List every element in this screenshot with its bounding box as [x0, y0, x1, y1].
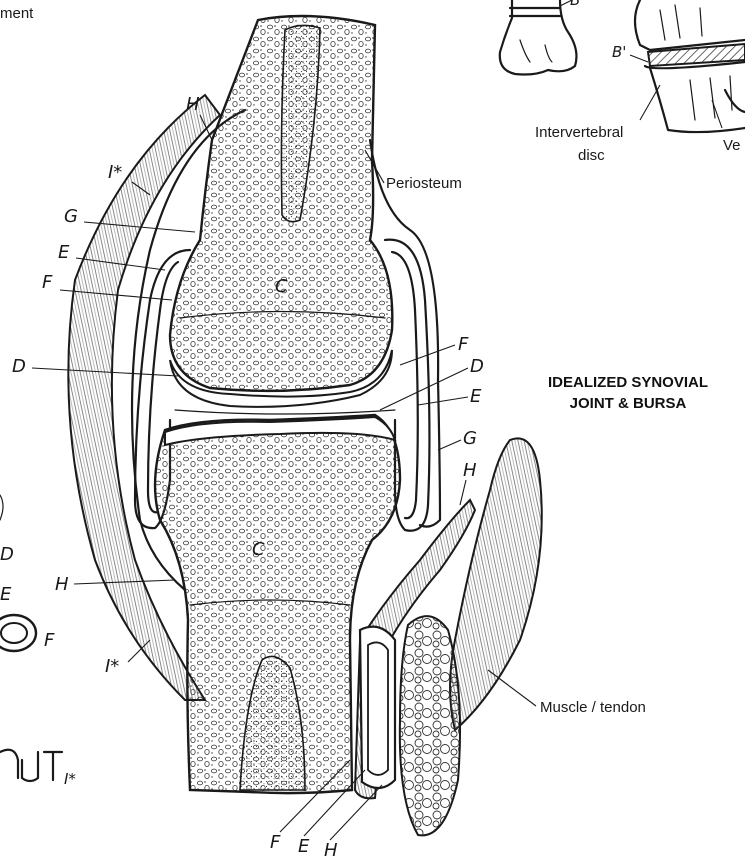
c-label-lower: C [252, 539, 265, 560]
periosteum-label: Periosteum [386, 175, 462, 192]
left-e-label: E [0, 584, 12, 605]
muscle-tendon [450, 438, 542, 730]
g-label-right: G [463, 428, 477, 449]
f-label-right: F [458, 334, 469, 355]
intervertebral-disc-label-line1: Intervertebral [535, 124, 623, 141]
muscle-tendon-label: Muscle / tendon [540, 699, 646, 716]
h-label-top: H [186, 94, 200, 115]
h-label-left: H [55, 574, 69, 595]
diagram-title-line1: IDEALIZED SYNOVIAL [548, 374, 708, 391]
e-label-right: E [470, 386, 482, 407]
synovial-joint [68, 16, 541, 835]
diagram-title-line2: JOINT & BURSA [570, 395, 687, 412]
bursa-cavity [368, 642, 388, 775]
vertebra-label-fragment: Ve [723, 137, 741, 154]
i-star-label-top: I* [108, 162, 122, 183]
c-label-upper: C [275, 276, 288, 297]
left-f-label: F [44, 630, 55, 651]
f-label-bottom: F [270, 832, 281, 853]
e-label-left: E [58, 242, 70, 263]
joint-cavity [175, 410, 395, 414]
ligament-label-fragment: ment [0, 5, 34, 22]
h-label-right: H [463, 460, 477, 481]
left-i-star-label: I* [64, 770, 76, 788]
left-d-label: D [0, 544, 14, 565]
g-label-left: G [64, 206, 78, 227]
small-bone-illustration: B [500, 0, 581, 75]
muscle-belly [400, 616, 460, 835]
e-label-bottom: E [298, 836, 310, 857]
b-label-top: B [570, 0, 580, 9]
i-star-label-bottom: I* [105, 656, 119, 677]
b-prime-label: B' [612, 43, 626, 61]
intervertebral-disc-label-line2: disc [578, 147, 605, 164]
vertebra-illustration: B' [612, 0, 745, 132]
left-key-fragment: D E F I* [0, 495, 76, 788]
d-label-right: D [470, 356, 484, 377]
d-label-left: D [12, 356, 26, 377]
f-label-left: F [42, 272, 53, 293]
h-label-bottom: H [324, 840, 338, 860]
